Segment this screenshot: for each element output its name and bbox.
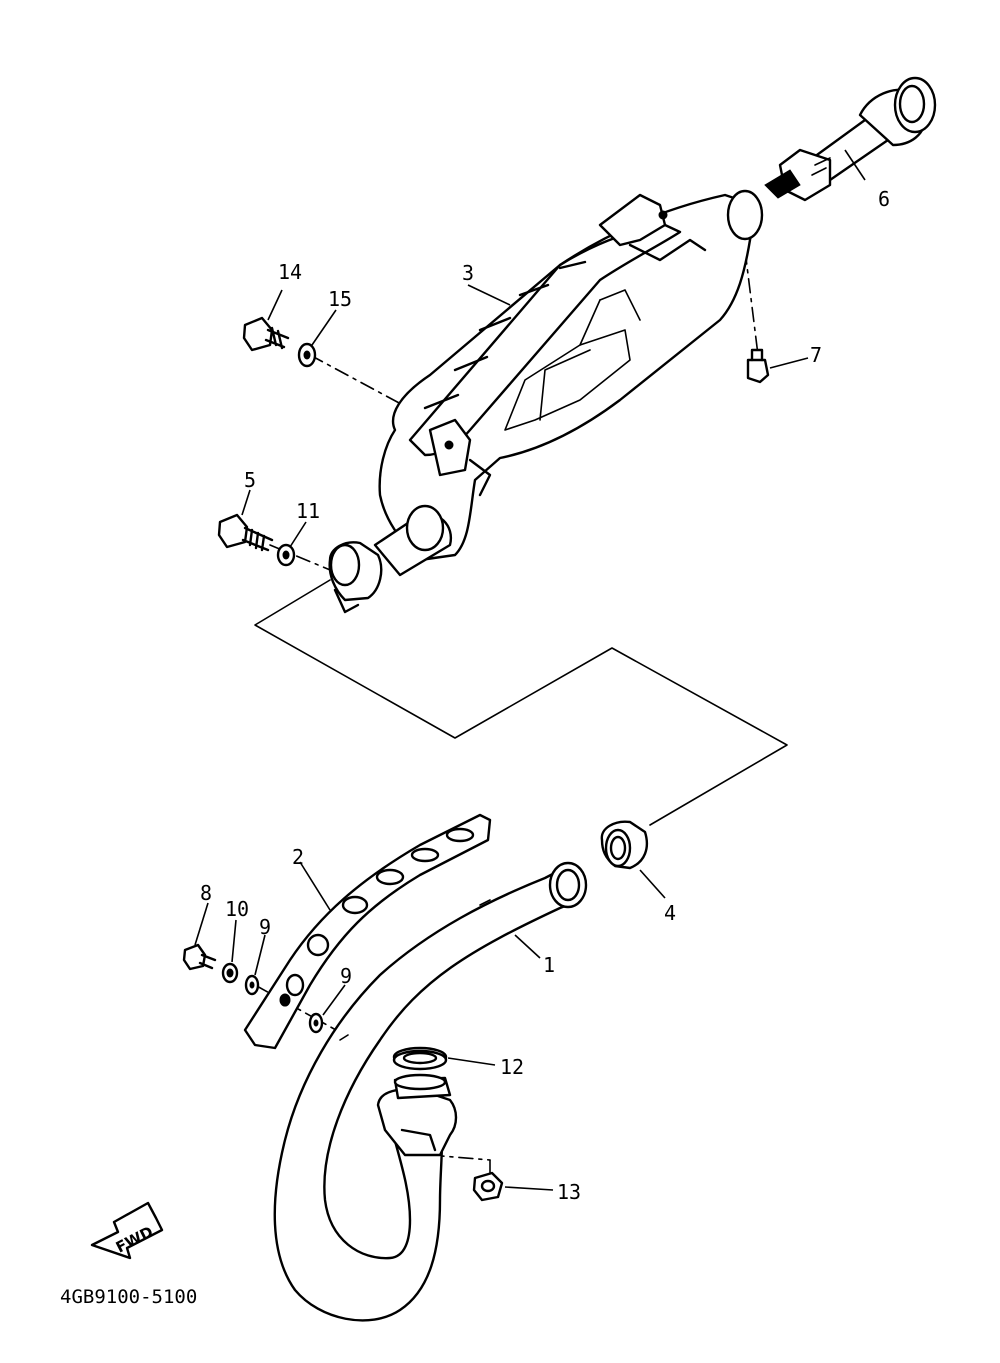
callout-12: 12: [500, 1055, 524, 1079]
callout-7: 7: [810, 343, 822, 367]
callout-4: 4: [664, 901, 676, 925]
callout-labels: 1 2 3 4 5 6 7 8 9 9 10 11 12 13 14 15: [200, 187, 890, 1204]
part-13-nut: [472, 1171, 504, 1202]
part-5-bolt: [217, 513, 274, 552]
part-4-gasket: [600, 820, 649, 870]
callout-8: 8: [200, 881, 212, 905]
callout-11: 11: [296, 499, 320, 523]
callout-6: 6: [878, 187, 890, 211]
part-11-washer: [276, 543, 296, 567]
leader-lines: [194, 149, 866, 1191]
part-2-protector: [243, 813, 492, 1050]
fwd-arrow: FWD: [90, 1201, 164, 1260]
part-15-washer: [297, 342, 317, 368]
callout-10: 10: [225, 897, 249, 921]
callout-13: 13: [557, 1180, 581, 1204]
part-8-bolt: [182, 943, 217, 971]
callout-9b: 9: [340, 964, 352, 988]
callout-3: 3: [462, 261, 474, 285]
callout-5: 5: [244, 468, 256, 492]
callout-14: 14: [278, 260, 302, 284]
callout-9a: 9: [259, 915, 271, 939]
header-pipe: [273, 861, 588, 1322]
callout-2: 2: [292, 845, 304, 869]
tail-pipe: [764, 76, 937, 202]
part-9-washer-b: [308, 1012, 324, 1034]
part-9-washer-a: [244, 974, 260, 996]
part-code: 4GB9100-5100: [60, 1286, 197, 1308]
callout-1: 1: [543, 953, 555, 977]
part-12-gasket: [392, 1046, 448, 1071]
part-7-screw: [746, 348, 770, 384]
part-10-washer: [221, 962, 239, 984]
part-14-bolt: [242, 316, 290, 352]
callout-15: 15: [328, 287, 352, 311]
muffler: [328, 189, 764, 614]
